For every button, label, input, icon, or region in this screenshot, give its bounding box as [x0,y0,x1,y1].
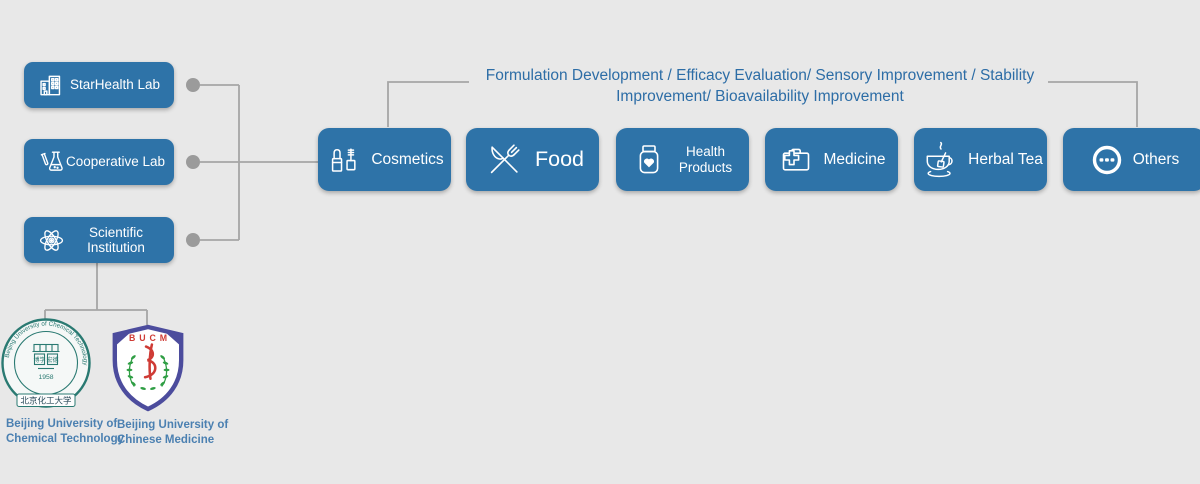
cosmetics-icon [325,141,363,179]
seal-motto-right: 宏德 [46,356,58,364]
buct-caption: Beijing University of Chemical Technolog… [6,417,124,446]
bucm-caption: Beijing University of Chinese Medicine [117,418,228,447]
caption-line: Beijing University of [6,418,118,430]
node-cosmetics: Cosmetics [318,128,451,191]
node-label: Scientific Institution [87,224,145,256]
node-label: Cooperative Lab [65,154,166,170]
building-icon [37,72,64,99]
caption-line: Chinese Medicine [117,433,215,446]
health-products-icon [630,141,668,179]
node-others: Others [1063,128,1200,191]
node-medicine: Medicine [765,128,898,191]
node-label: Health Products [678,143,733,175]
buct-logo: Beijing University of Chemical Technolog… [1,317,91,413]
atom-icon [37,226,66,255]
services-annotation: Formulation Development / Efficacy Evalu… [430,65,1090,107]
node-label: Food [534,147,584,171]
seal-banner-text: 北京化工大学 [20,396,72,406]
node-starhealth-lab: StarHealth Lab [24,62,174,108]
medicine-icon [777,141,815,179]
caption-line: Beijing University of [117,419,229,431]
node-scientific-institution: Scientific Institution [24,217,174,263]
seal-year: 1958 [38,374,53,381]
food-icon [481,137,527,183]
node-food: Food [466,128,599,191]
connector-dot [186,78,200,92]
seal-motto-left: 博学 [33,356,45,364]
node-label: Cosmetics [371,150,444,168]
connector-dot [186,155,200,169]
shield-acronym: BUCM [129,333,171,343]
others-icon [1089,142,1125,178]
node-cooperative-lab: Cooperative Lab [24,139,174,185]
laurel-branches [126,355,170,390]
bucm-logo: BUCM [107,324,189,412]
node-herbal-tea: Herbal Tea [914,128,1047,191]
annotation-line-1: Formulation Development / Efficacy Evalu… [485,67,1035,84]
node-label: Medicine [823,150,886,168]
lab-flask-icon [37,148,65,176]
connector-left-tree [200,84,318,241]
connector-institution-tree [44,263,148,325]
node-label: Others [1132,150,1180,168]
caption-line: Chemical Technology [6,432,125,445]
herbal-tea-icon [918,139,960,181]
node-label: StarHealth Lab [69,77,161,93]
node-health-products: Health Products [616,128,749,191]
node-label: Herbal Tea [968,150,1043,168]
connector-dot [186,233,200,247]
annotation-line-2: Improvement/ Bioavailability Improvement [616,88,904,105]
